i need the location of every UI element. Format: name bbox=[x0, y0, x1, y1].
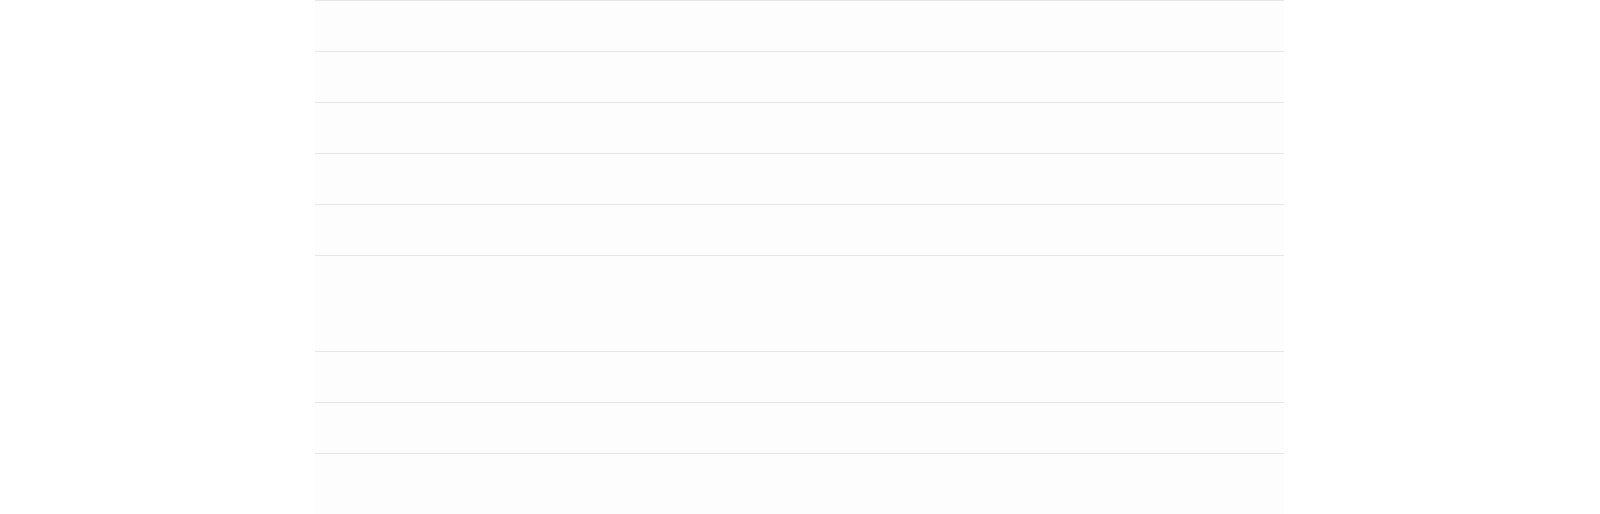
content-area bbox=[315, 0, 1284, 514]
table-row bbox=[315, 255, 1284, 256]
table-row bbox=[315, 402, 1284, 403]
table-row bbox=[315, 204, 1284, 205]
table-row bbox=[315, 0, 1284, 1]
table-row bbox=[315, 153, 1284, 154]
table-row bbox=[315, 351, 1284, 352]
table-row bbox=[315, 102, 1284, 103]
table-row bbox=[315, 51, 1284, 52]
table-row bbox=[315, 453, 1284, 454]
